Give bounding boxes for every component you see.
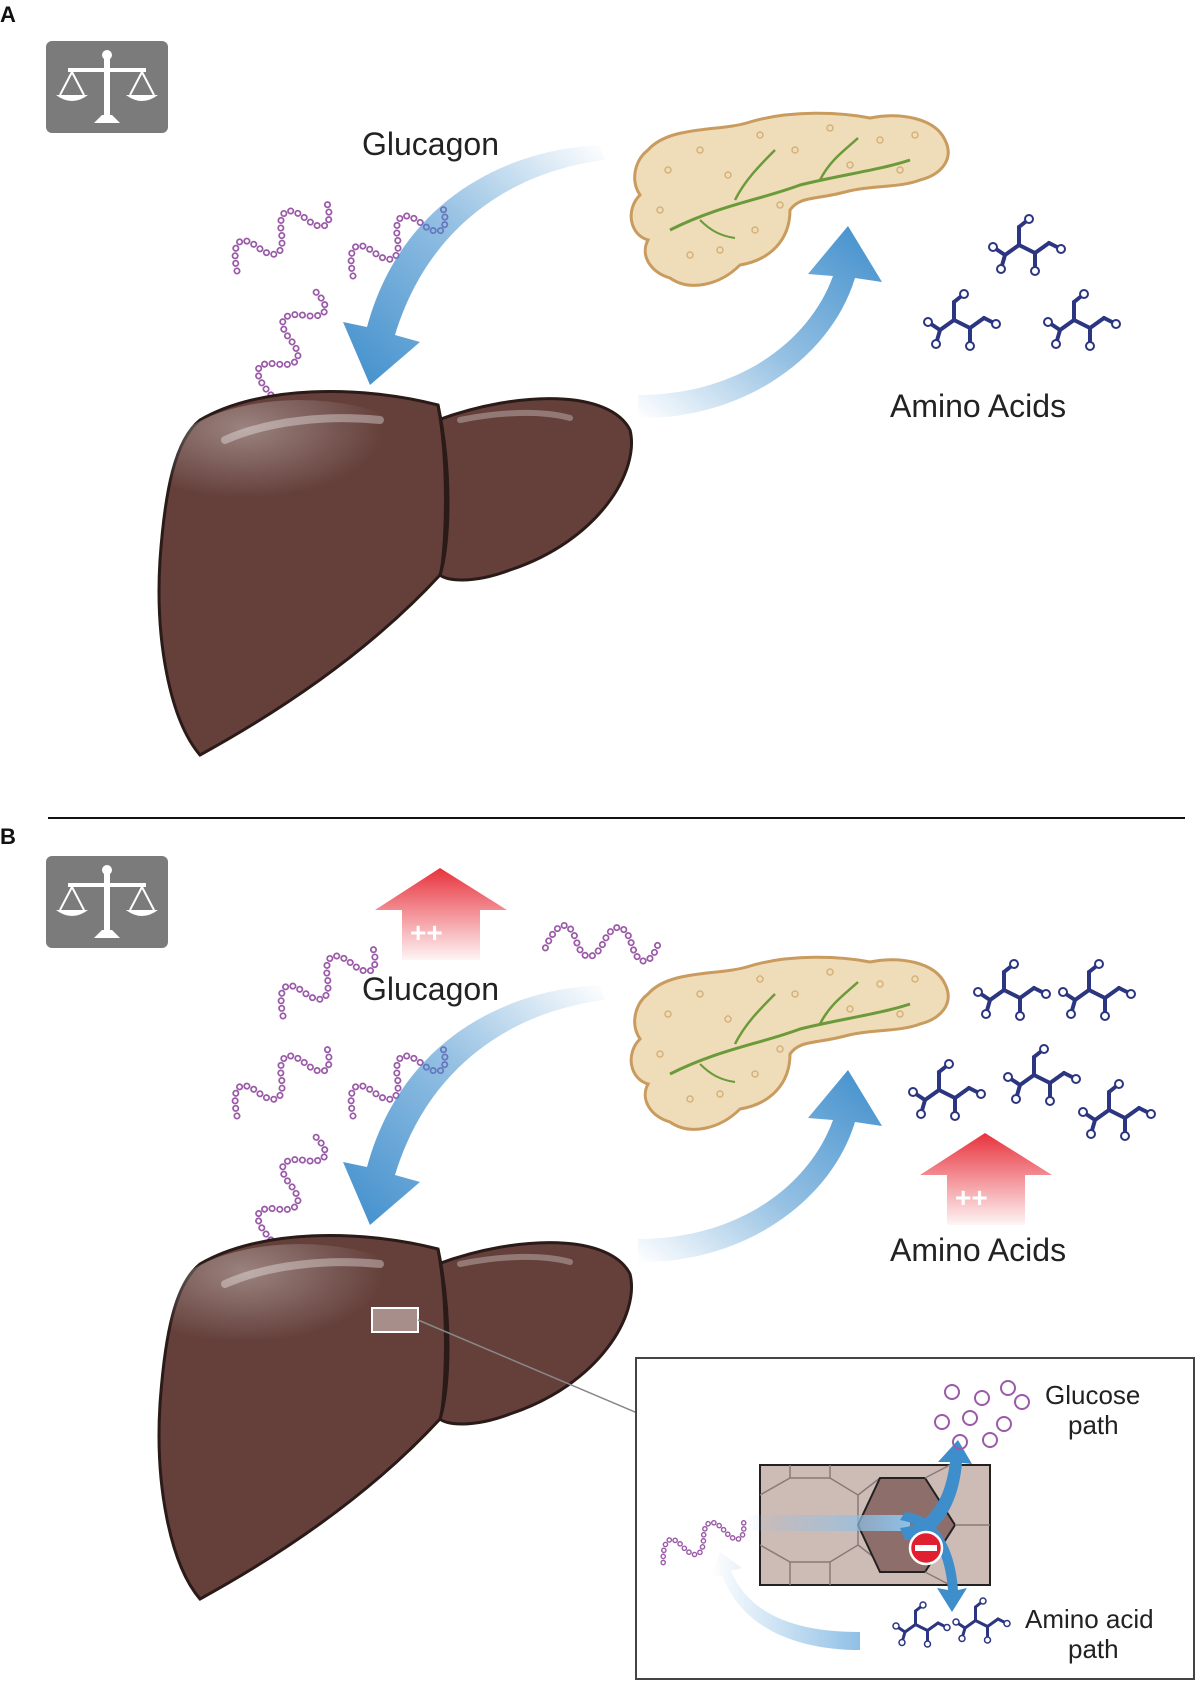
balance-scale-icon bbox=[45, 40, 169, 134]
pancreas bbox=[629, 111, 950, 287]
amino-acid-molecule bbox=[1042, 288, 1122, 352]
liver bbox=[159, 391, 631, 755]
panel-b-glucagon-label: Glucagon bbox=[362, 971, 499, 1007]
amino-acid-path-label-line2: path bbox=[1068, 1634, 1119, 1664]
glucagon-peptide bbox=[248, 285, 331, 398]
amino-acid-path-label-line1: Amino acid bbox=[1025, 1604, 1154, 1634]
amino-acids-to-pancreas-arrow bbox=[638, 226, 882, 419]
glucagon-to-liver-arrow bbox=[343, 985, 605, 1225]
glucose-molecules bbox=[934, 1380, 1030, 1450]
amino-acid-molecule bbox=[1002, 1043, 1082, 1107]
panel-a-glucagon-label: Glucagon bbox=[362, 126, 499, 162]
amino-acid-molecule bbox=[987, 213, 1067, 277]
glucagon-peptide bbox=[248, 1130, 331, 1243]
glucagon-peptide bbox=[224, 192, 337, 275]
hepatocyte-inset: Glucose path Amino acid path bbox=[635, 1357, 1195, 1680]
amino-acid-molecule bbox=[1077, 1078, 1157, 1142]
panel-a-amino-acids-label: Amino Acids bbox=[890, 388, 1066, 424]
amino-acid-molecule bbox=[922, 288, 1002, 352]
liver bbox=[159, 1235, 631, 1599]
glucagon-peptide bbox=[224, 1037, 337, 1120]
panel-b-letter: B bbox=[0, 824, 16, 849]
amino-acid-molecule bbox=[907, 1058, 987, 1122]
glucagon-to-liver-arrow bbox=[343, 145, 605, 385]
amino-acids-increase-mark: ++ bbox=[955, 1182, 988, 1213]
amino-acids-to-pancreas-arrow bbox=[638, 1070, 882, 1263]
panel-b-amino-acids-label: Amino Acids bbox=[890, 1232, 1066, 1268]
amino-acids-increase-arrow: ++ bbox=[920, 1133, 1052, 1225]
amino-acid-molecule bbox=[1057, 958, 1137, 1022]
amino-acid-molecule bbox=[972, 958, 1052, 1022]
panel-a-letter: A bbox=[0, 2, 16, 27]
glucagon-peptide bbox=[545, 921, 659, 962]
glucagon-increase-mark: ++ bbox=[410, 917, 443, 948]
balance-scale-icon bbox=[45, 855, 169, 949]
pancreas bbox=[629, 955, 950, 1131]
glucose-path-label-line2: path bbox=[1068, 1410, 1119, 1440]
glucagon-increase-arrow: ++ bbox=[375, 868, 507, 960]
liver-zoom-region bbox=[371, 1307, 419, 1333]
glucose-path-label-line1: Glucose bbox=[1045, 1380, 1140, 1410]
